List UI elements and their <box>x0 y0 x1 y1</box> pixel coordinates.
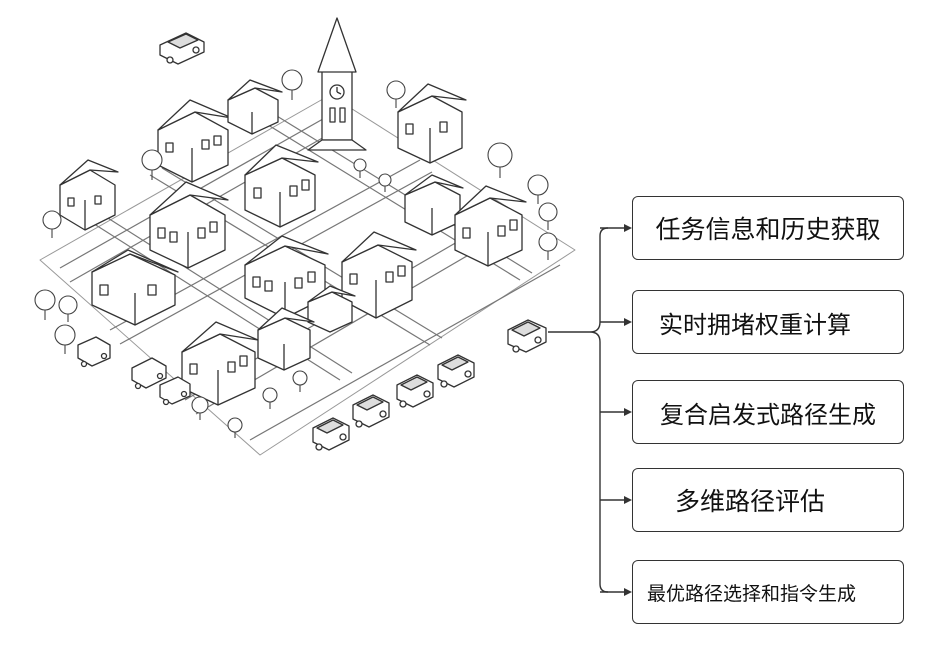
arrowhead-step-1 <box>624 224 632 232</box>
step-box-route-evaluation: 多维路径评估 <box>632 468 904 532</box>
house-11 <box>342 232 416 318</box>
step-label: 实时拥堵权重计算 <box>659 305 851 340</box>
house-14 <box>258 308 314 370</box>
house-4 <box>150 182 228 268</box>
step-label: 多维路径评估 <box>675 482 825 518</box>
city-illustration <box>35 18 575 455</box>
step-box-congestion-weight: 实时拥堵权重计算 <box>632 290 904 354</box>
connector-bracket <box>590 228 608 592</box>
arrowheads <box>624 224 632 596</box>
house-9 <box>92 250 178 325</box>
step-label: 复合启发式路径生成 <box>660 395 876 430</box>
house-3 <box>228 80 282 134</box>
house-13 <box>182 322 258 405</box>
step-label: 最优路径选择和指令生成 <box>647 579 856 606</box>
vehicle-main <box>508 320 546 352</box>
vehicle-6 <box>353 395 389 427</box>
house-6 <box>398 84 466 163</box>
clock-tower <box>308 18 366 150</box>
arrowhead-step-2 <box>624 318 632 326</box>
house-2 <box>158 100 232 182</box>
arrowhead-step-4 <box>624 496 632 504</box>
vehicle-4 <box>438 355 474 387</box>
vehicle-7 <box>313 418 349 450</box>
step-label: 任务信息和历史获取 <box>655 210 880 246</box>
step-box-route-generation: 复合启发式路径生成 <box>632 380 904 444</box>
house-7 <box>405 175 463 235</box>
house-8 <box>455 186 526 266</box>
step-box-route-selection: 最优路径选择和指令生成 <box>632 560 904 624</box>
arrowhead-step-5 <box>624 588 632 596</box>
arrowhead-step-3 <box>624 408 632 416</box>
flow-connector <box>548 228 628 592</box>
vehicle-5 <box>397 375 433 407</box>
vehicle-1 <box>78 337 110 367</box>
vehicle-top <box>160 33 204 64</box>
step-box-task-info: 任务信息和历史获取 <box>632 196 904 260</box>
